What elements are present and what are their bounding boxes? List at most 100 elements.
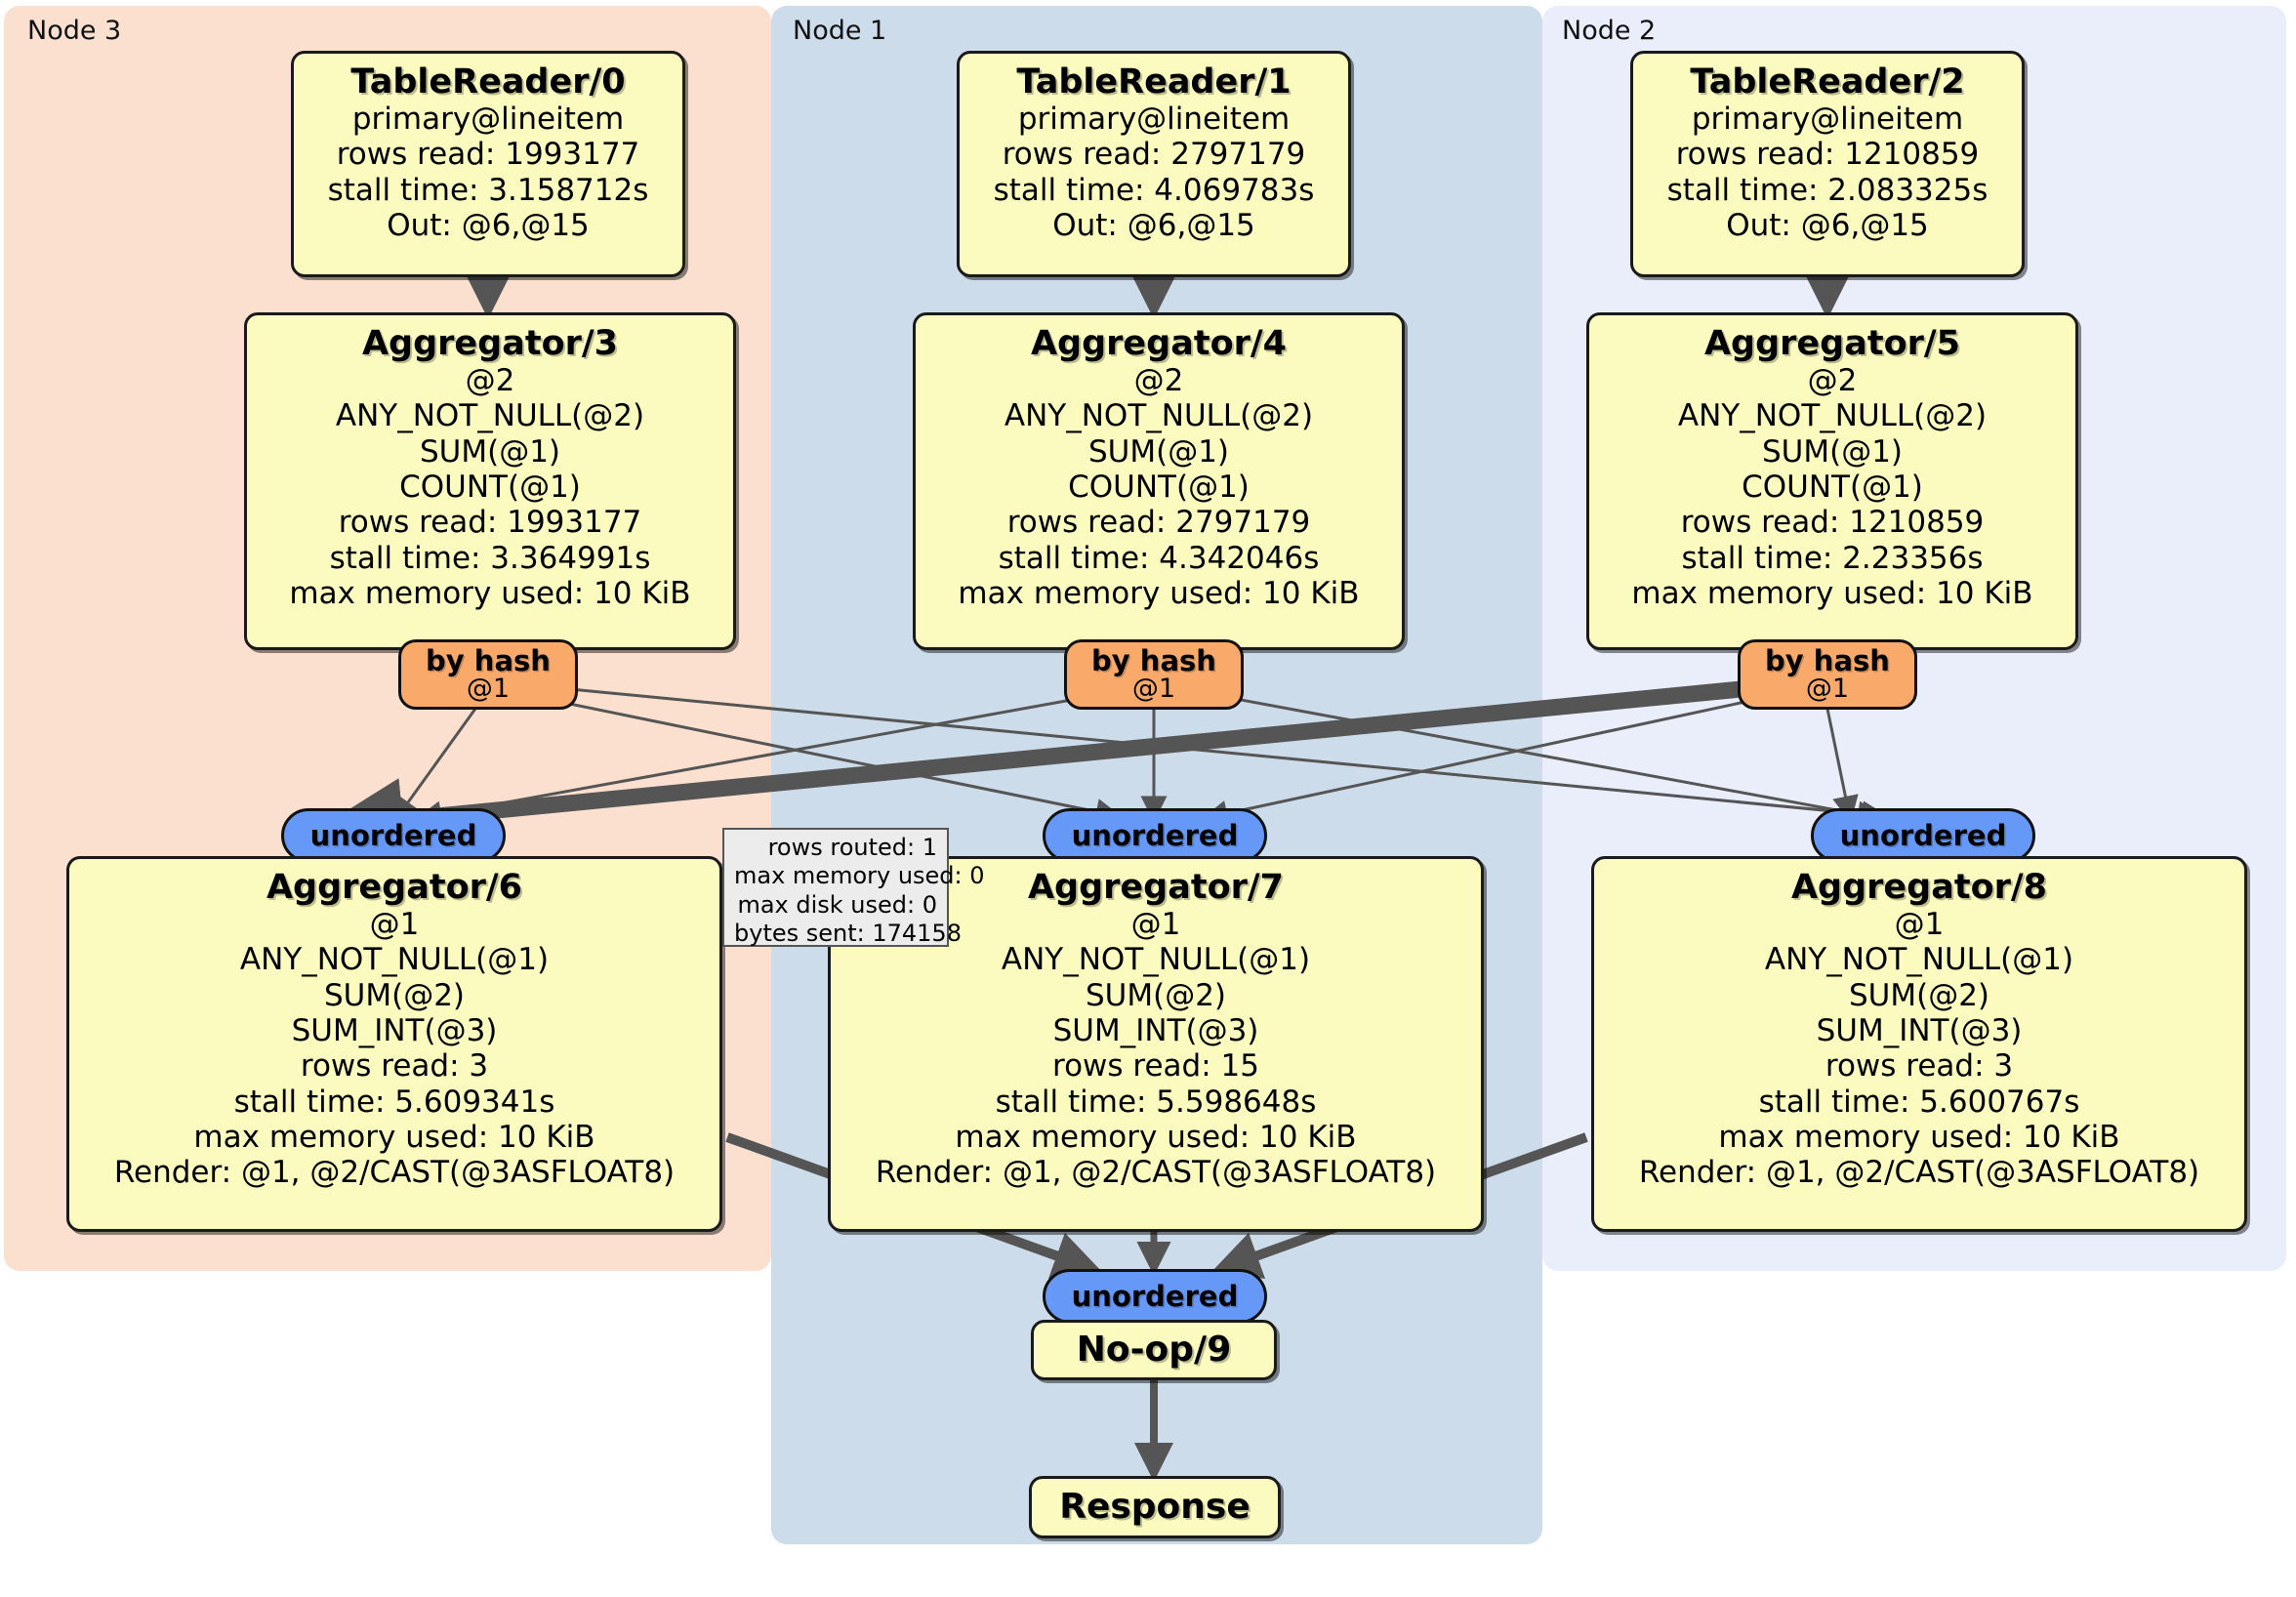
operator-detail-line: @1: [369, 907, 420, 943]
operator-no-op-9[interactable]: No-op/9: [1031, 1320, 1277, 1380]
operator-detail-line: primary@lineitem: [1691, 102, 1964, 138]
operator-detail-line: @2: [465, 363, 515, 399]
operator-detail-line: stall time: 3.364991s: [329, 540, 651, 576]
operator-detail-line: SUM_INT(@3): [1052, 1012, 1259, 1048]
operator-detail-line: stall time: 2.23356s: [1681, 540, 1984, 576]
operator-detail-line: SUM_INT(@3): [291, 1012, 498, 1048]
operator-title: TableReader/0: [350, 62, 626, 102]
stream-label: unordered: [1071, 1280, 1239, 1313]
router-by-hash-aggregator-4[interactable]: by hash @1: [1064, 639, 1244, 710]
operator-detail-line: ANY_NOT_NULL(@1): [239, 942, 550, 978]
operator-detail-line: Render: @1, @2/CAST(@3ASFLOAT8): [113, 1155, 676, 1191]
operator-detail-line: SUM(@2): [1848, 977, 1990, 1013]
router-column-label: @1: [1131, 674, 1176, 705]
operator-response[interactable]: Response: [1029, 1476, 1281, 1538]
operator-detail-line: COUNT(@1): [1068, 469, 1250, 505]
operator-aggregator-8[interactable]: Aggregator/8 @1 ANY_NOT_NULL(@1) SUM(@2)…: [1591, 856, 2247, 1232]
operator-detail-line: Out: @6,@15: [1052, 207, 1255, 243]
operator-aggregator-6[interactable]: Aggregator/6 @1 ANY_NOT_NULL(@1) SUM(@2)…: [66, 856, 722, 1232]
stat-rows-routed: rows routed: 1: [767, 834, 937, 861]
operator-detail-line: rows read: 2797179: [1002, 137, 1306, 173]
operator-detail-line: SUM(@1): [419, 433, 561, 470]
operator-detail-line: stall time: 5.598648s: [995, 1084, 1317, 1120]
stream-label: unordered: [1071, 819, 1239, 852]
operator-title: Aggregator/8: [1790, 868, 2048, 907]
operator-detail-line: Render: @1, @2/CAST(@3ASFLOAT8): [875, 1155, 1437, 1191]
operator-title: Aggregator/5: [1703, 324, 1961, 363]
operator-table-reader-1[interactable]: TableReader/1 primary@lineitem rows read…: [957, 51, 1351, 277]
operator-detail-line: COUNT(@1): [1742, 469, 1923, 505]
operator-detail-line: primary@lineitem: [1017, 102, 1291, 138]
stream-label: unordered: [309, 819, 477, 852]
operator-detail-line: max memory used: 10 KiB: [958, 575, 1360, 611]
router-type-label: by hash: [1091, 643, 1216, 677]
operator-detail-line: SUM(@1): [1761, 433, 1904, 470]
operator-detail-line: rows read: 1993177: [336, 137, 640, 173]
router-by-hash-aggregator-5[interactable]: by hash @1: [1738, 639, 1917, 710]
cluster-label-node-1: Node 1: [793, 16, 887, 46]
cluster-label-node-3: Node 3: [27, 16, 122, 46]
operator-detail-line: Out: @6,@15: [1726, 207, 1929, 243]
operator-detail-line: @2: [1133, 363, 1184, 399]
operator-detail-line: rows read: 3: [300, 1048, 489, 1085]
operator-detail-line: max memory used: 10 KiB: [955, 1119, 1357, 1155]
operator-title: No-op/9: [1076, 1329, 1232, 1370]
operator-detail-line: ANY_NOT_NULL(@2): [1677, 398, 1988, 434]
operator-detail-line: ANY_NOT_NULL(@2): [1004, 398, 1314, 434]
operator-detail-line: rows read: 1210859: [1680, 505, 1985, 541]
operator-table-reader-0[interactable]: TableReader/0 primary@lineitem rows read…: [291, 51, 685, 277]
operator-title: Aggregator/6: [266, 868, 523, 907]
operator-detail-line: SUM(@2): [1085, 977, 1227, 1013]
operator-title: Response: [1059, 1486, 1250, 1527]
operator-detail-line: stall time: 4.342046s: [998, 540, 1320, 576]
stream-unordered-final[interactable]: unordered: [1043, 1269, 1267, 1324]
operator-detail-line: @1: [1894, 907, 1945, 943]
operator-detail-line: SUM(@1): [1087, 433, 1230, 470]
operator-title: Aggregator/4: [1030, 324, 1288, 363]
operator-detail-line: rows read: 1993177: [338, 505, 642, 541]
operator-detail-line: Out: @6,@15: [387, 207, 590, 243]
operator-aggregator-3[interactable]: Aggregator/3 @2 ANY_NOT_NULL(@2) SUM(@1)…: [244, 312, 736, 650]
operator-detail-line: @2: [1807, 363, 1858, 399]
operator-title: TableReader/2: [1690, 62, 1965, 102]
operator-detail-line: stall time: 3.158712s: [327, 172, 649, 208]
edge-stats-tooltip: rows routed: 1 max memory used: 0 max di…: [722, 828, 985, 947]
cluster-label-node-2: Node 2: [1562, 16, 1657, 46]
operator-detail-line: max memory used: 10 KiB: [289, 575, 691, 611]
operator-detail-line: primary@lineitem: [351, 102, 625, 138]
operator-detail-line: rows read: 1210859: [1675, 137, 1980, 173]
operator-aggregator-4[interactable]: Aggregator/4 @2 ANY_NOT_NULL(@2) SUM(@1)…: [913, 312, 1405, 650]
operator-detail-line: max memory used: 10 KiB: [193, 1119, 595, 1155]
stat-max-disk-used: max disk used: 0: [737, 890, 937, 919]
router-column-label: @1: [1805, 674, 1850, 705]
stream-label: unordered: [1839, 819, 2007, 852]
operator-detail-line: ANY_NOT_NULL(@1): [1764, 942, 2074, 978]
operator-table-reader-2[interactable]: TableReader/2 primary@lineitem rows read…: [1630, 51, 2025, 277]
operator-detail-line: Render: @1, @2/CAST(@3ASFLOAT8): [1638, 1155, 2200, 1191]
stream-unordered-right[interactable]: unordered: [1811, 808, 2035, 863]
operator-detail-line: ANY_NOT_NULL(@2): [335, 398, 645, 434]
operator-detail-line: stall time: 2.083325s: [1666, 172, 1988, 208]
operator-detail-line: ANY_NOT_NULL(@1): [1001, 942, 1311, 978]
operator-detail-line: @1: [1130, 907, 1181, 943]
operator-aggregator-5[interactable]: Aggregator/5 @2 ANY_NOT_NULL(@2) SUM(@1)…: [1586, 312, 2078, 650]
operator-detail-line: stall time: 5.600767s: [1758, 1084, 2080, 1120]
operator-detail-line: COUNT(@1): [399, 469, 581, 505]
stream-unordered-center[interactable]: unordered: [1043, 808, 1267, 863]
operator-detail-line: max memory used: 10 KiB: [1631, 575, 2033, 611]
operator-detail-line: stall time: 5.609341s: [233, 1084, 555, 1120]
router-type-label: by hash: [426, 643, 551, 677]
router-type-label: by hash: [1765, 643, 1890, 677]
operator-title: Aggregator/7: [1027, 868, 1285, 907]
operator-title: TableReader/1: [1016, 62, 1292, 102]
operator-detail-line: SUM(@2): [323, 977, 466, 1013]
stat-max-memory-used: max memory used: 0: [734, 862, 985, 890]
router-by-hash-aggregator-3[interactable]: by hash @1: [398, 639, 578, 710]
router-column-label: @1: [466, 674, 511, 705]
operator-detail-line: rows read: 2797179: [1006, 505, 1311, 541]
operator-title: Aggregator/3: [361, 324, 619, 363]
operator-detail-line: SUM_INT(@3): [1816, 1012, 2023, 1048]
operator-detail-line: rows read: 3: [1824, 1048, 2014, 1085]
stream-unordered-left[interactable]: unordered: [281, 808, 506, 863]
